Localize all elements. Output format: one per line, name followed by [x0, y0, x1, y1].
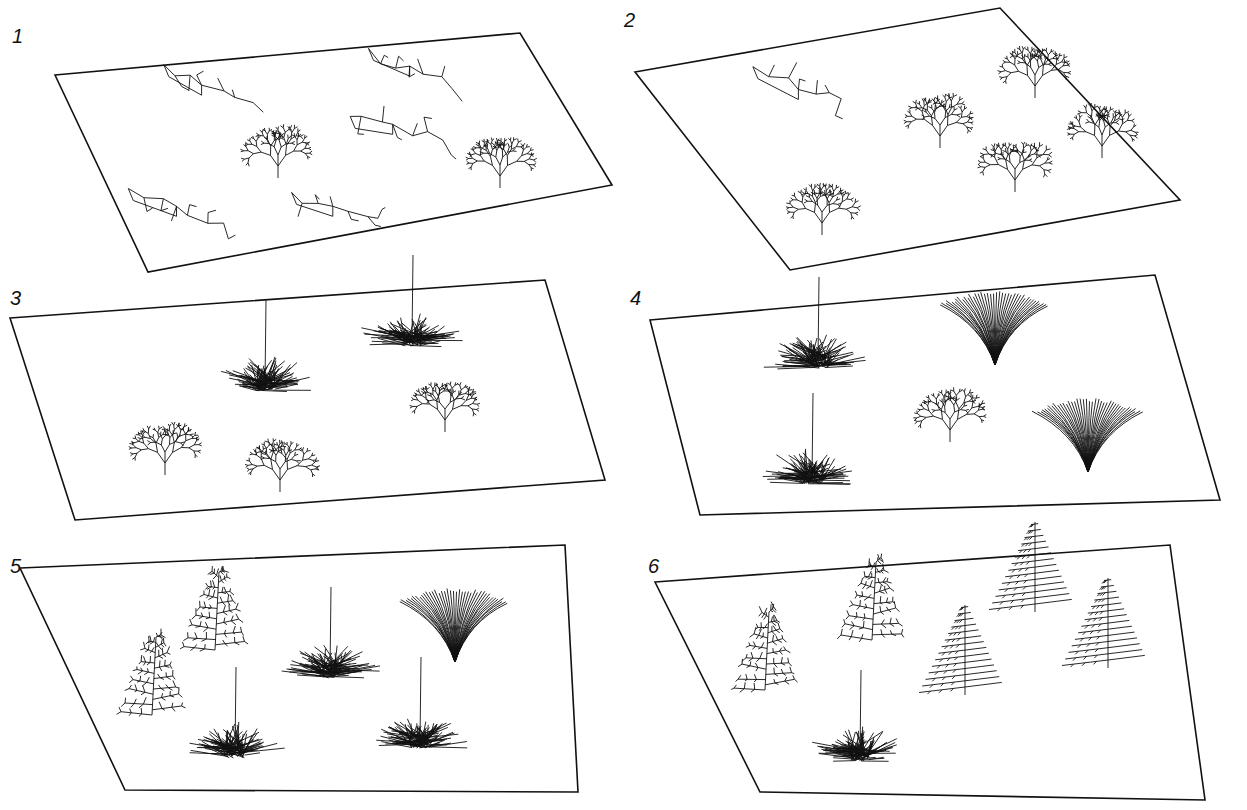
ground-plane — [55, 33, 612, 272]
plant-figure — [837, 554, 904, 642]
plant-figure — [128, 189, 235, 239]
plant-figure — [904, 93, 974, 148]
plant-figure — [1062, 578, 1145, 668]
plant-figure — [812, 670, 897, 761]
plant-figure — [989, 522, 1072, 612]
plane-outline — [635, 8, 1180, 270]
plant-figure — [221, 300, 311, 392]
plane-outline — [10, 280, 605, 520]
plant-figure — [117, 629, 186, 717]
panel-number: 6 — [648, 556, 659, 576]
plant-figure — [282, 587, 380, 678]
plant-figure — [350, 106, 456, 159]
plane-outline — [20, 545, 578, 792]
plant-figure — [786, 183, 861, 235]
plant-figure — [731, 602, 797, 693]
plant-figure — [180, 566, 248, 651]
plant-figure — [245, 438, 320, 492]
plant-figure — [753, 62, 843, 118]
ground-plane — [650, 275, 1220, 515]
plant-figure — [292, 192, 386, 226]
plant-figure — [361, 255, 462, 347]
plane-outline — [655, 545, 1205, 800]
plant-figure — [1032, 399, 1143, 473]
plane-outline — [650, 275, 1220, 515]
plant-figure — [998, 46, 1071, 98]
plant-figure — [190, 667, 285, 758]
plant-figure — [129, 422, 202, 475]
panel-number: 3 — [10, 288, 21, 308]
plant-figure — [376, 657, 467, 748]
plant-figure — [940, 291, 1047, 365]
plant-figure — [466, 137, 537, 188]
panel-number: 5 — [10, 556, 21, 576]
ground-plane — [635, 8, 1180, 270]
plant-figure — [240, 124, 312, 178]
plant-figure — [978, 142, 1053, 192]
plane-outline — [55, 33, 612, 272]
plant-figure — [400, 589, 507, 663]
plant-figure — [919, 605, 1002, 695]
panel-number: 1 — [12, 26, 23, 46]
ground-plane — [20, 545, 578, 792]
plant-figure — [164, 65, 263, 113]
plant-figure — [763, 393, 852, 484]
panel-number: 2 — [624, 10, 635, 30]
plant-figure — [913, 387, 986, 442]
plant-figure — [410, 382, 480, 433]
plant-figure — [1067, 103, 1139, 158]
plant-figure — [764, 277, 866, 369]
ground-plane — [655, 522, 1205, 800]
ground-plane — [10, 255, 605, 520]
panel-number: 4 — [630, 288, 641, 308]
plant-figure — [369, 48, 463, 101]
